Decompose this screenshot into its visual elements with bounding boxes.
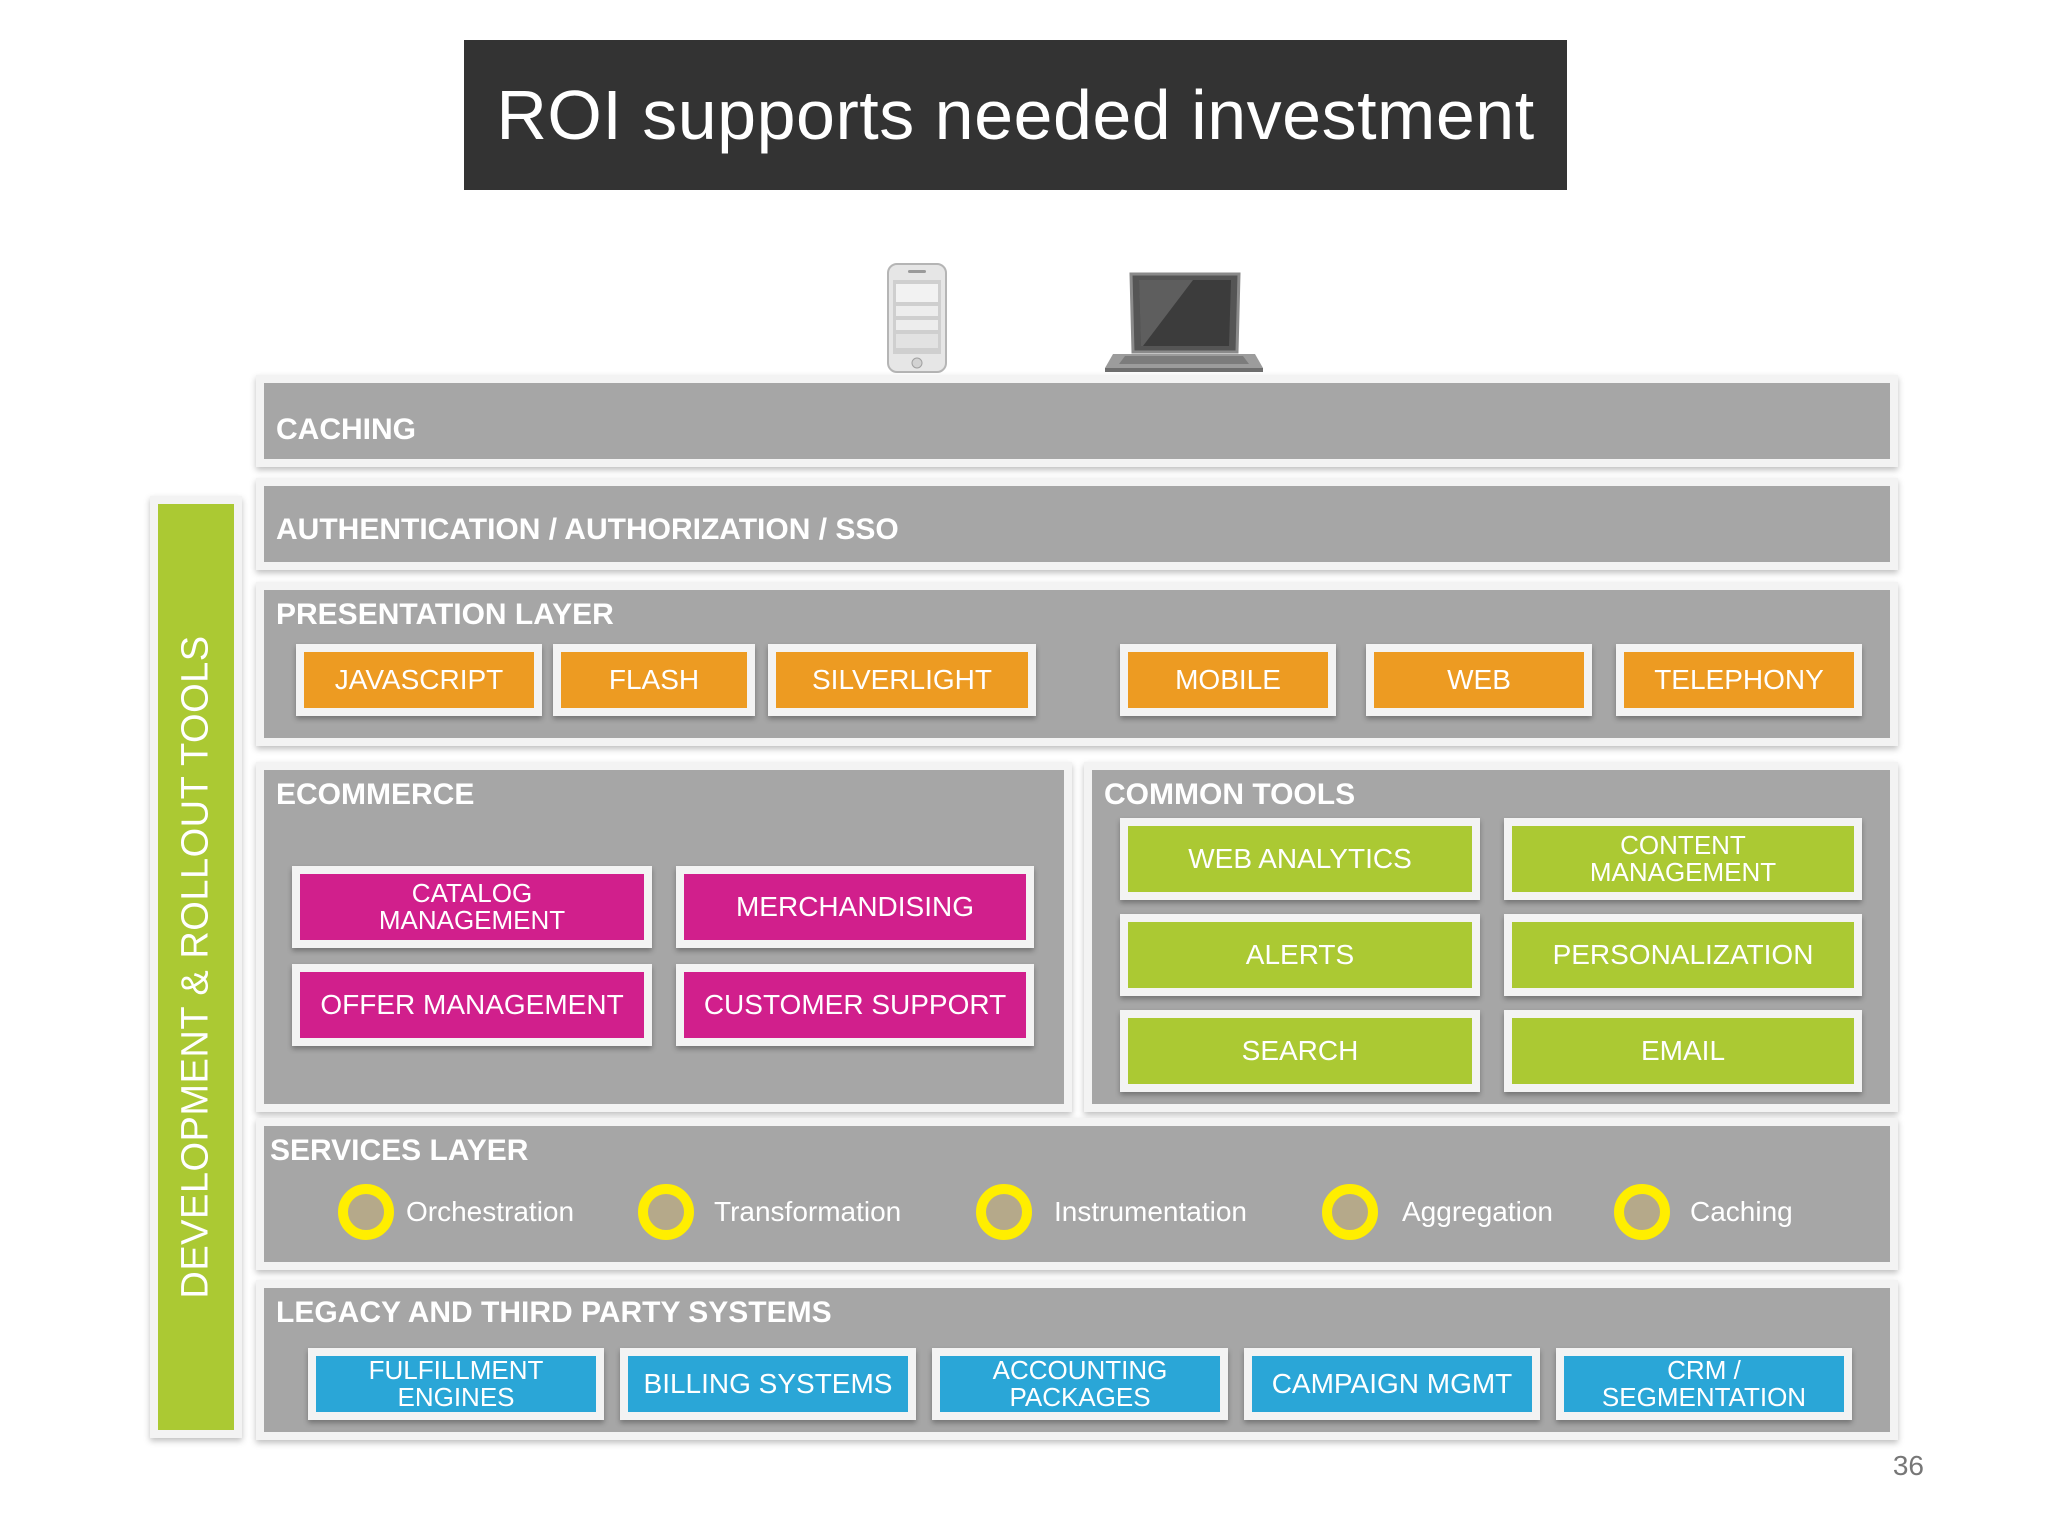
authentication-layer-label: AUTHENTICATION / AUTHORIZATION / SSO (276, 513, 899, 546)
services-layer-label: SERVICES LAYER (270, 1134, 529, 1167)
service-bullet-icon (638, 1184, 694, 1240)
development-rollout-tools-bar: DEVELOPMENT & ROLLOUT TOOLS (150, 496, 242, 1438)
common-tools-item: SEARCH (1120, 1010, 1480, 1092)
caching-layer-label: CACHING (276, 413, 416, 446)
service-item: Transformation (638, 1184, 901, 1240)
common-tools-item: CONTENT MANAGEMENT (1504, 818, 1862, 900)
service-bullet-icon (1322, 1184, 1378, 1240)
service-bullet-icon (338, 1184, 394, 1240)
service-bullet-icon (1614, 1184, 1670, 1240)
presentation-item: SILVERLIGHT (768, 644, 1036, 716)
legacy-item: FULFILLMENT ENGINES (308, 1348, 604, 1420)
service-item-label: Instrumentation (1054, 1196, 1247, 1227)
presentation-item: FLASH (553, 644, 755, 716)
service-item: Orchestration (338, 1184, 574, 1240)
smartphone-icon (886, 262, 948, 374)
ecommerce-item: MERCHANDISING (676, 866, 1034, 948)
common-tools-item: EMAIL (1504, 1010, 1862, 1092)
legacy-item: CAMPAIGN MGMT (1244, 1348, 1540, 1420)
slide-title: ROI supports needed investment (464, 40, 1567, 190)
legacy-layer-label: LEGACY AND THIRD PARTY SYSTEMS (276, 1296, 832, 1329)
ecommerce-item: CATALOG MANAGEMENT (292, 866, 652, 948)
service-item-label: Caching (1690, 1196, 1793, 1227)
ecommerce-label: ECOMMERCE (276, 778, 475, 811)
service-item: Instrumentation (976, 1184, 1247, 1240)
legacy-item: ACCOUNTING PACKAGES (932, 1348, 1228, 1420)
common-tools-label: COMMON TOOLS (1104, 778, 1356, 811)
service-item-label: Aggregation (1402, 1196, 1554, 1227)
common-tools-item: ALERTS (1120, 914, 1480, 996)
caching-layer: CACHING (256, 375, 1898, 467)
authentication-layer: AUTHENTICATION / AUTHORIZATION / SSO (256, 478, 1898, 570)
presentation-item: MOBILE (1120, 644, 1336, 716)
common-tools-item: WEB ANALYTICS (1120, 818, 1480, 900)
presentation-item: TELEPHONY (1616, 644, 1862, 716)
laptop-icon (1103, 270, 1265, 374)
service-item-label: Orchestration (406, 1196, 575, 1227)
service-item: Caching (1614, 1184, 1793, 1240)
service-bullet-icon (976, 1184, 1032, 1240)
page-number: 36 (1892, 1450, 1924, 1481)
legacy-item: BILLING SYSTEMS (620, 1348, 916, 1420)
common-tools-item: PERSONALIZATION (1504, 914, 1862, 996)
presentation-item: WEB (1366, 644, 1592, 716)
legacy-item: CRM / SEGMENTATION (1556, 1348, 1852, 1420)
service-item-label: Transformation (714, 1196, 902, 1227)
ecommerce-item: CUSTOMER SUPPORT (676, 964, 1034, 1046)
presentation-item: JAVASCRIPT (296, 644, 542, 716)
service-item: Aggregation (1322, 1184, 1553, 1240)
development-rollout-tools-label: DEVELOPMENT & ROLLOUT TOOLS (174, 635, 217, 1299)
presentation-layer-label: PRESENTATION LAYER (276, 598, 614, 631)
ecommerce-item: OFFER MANAGEMENT (292, 964, 652, 1046)
